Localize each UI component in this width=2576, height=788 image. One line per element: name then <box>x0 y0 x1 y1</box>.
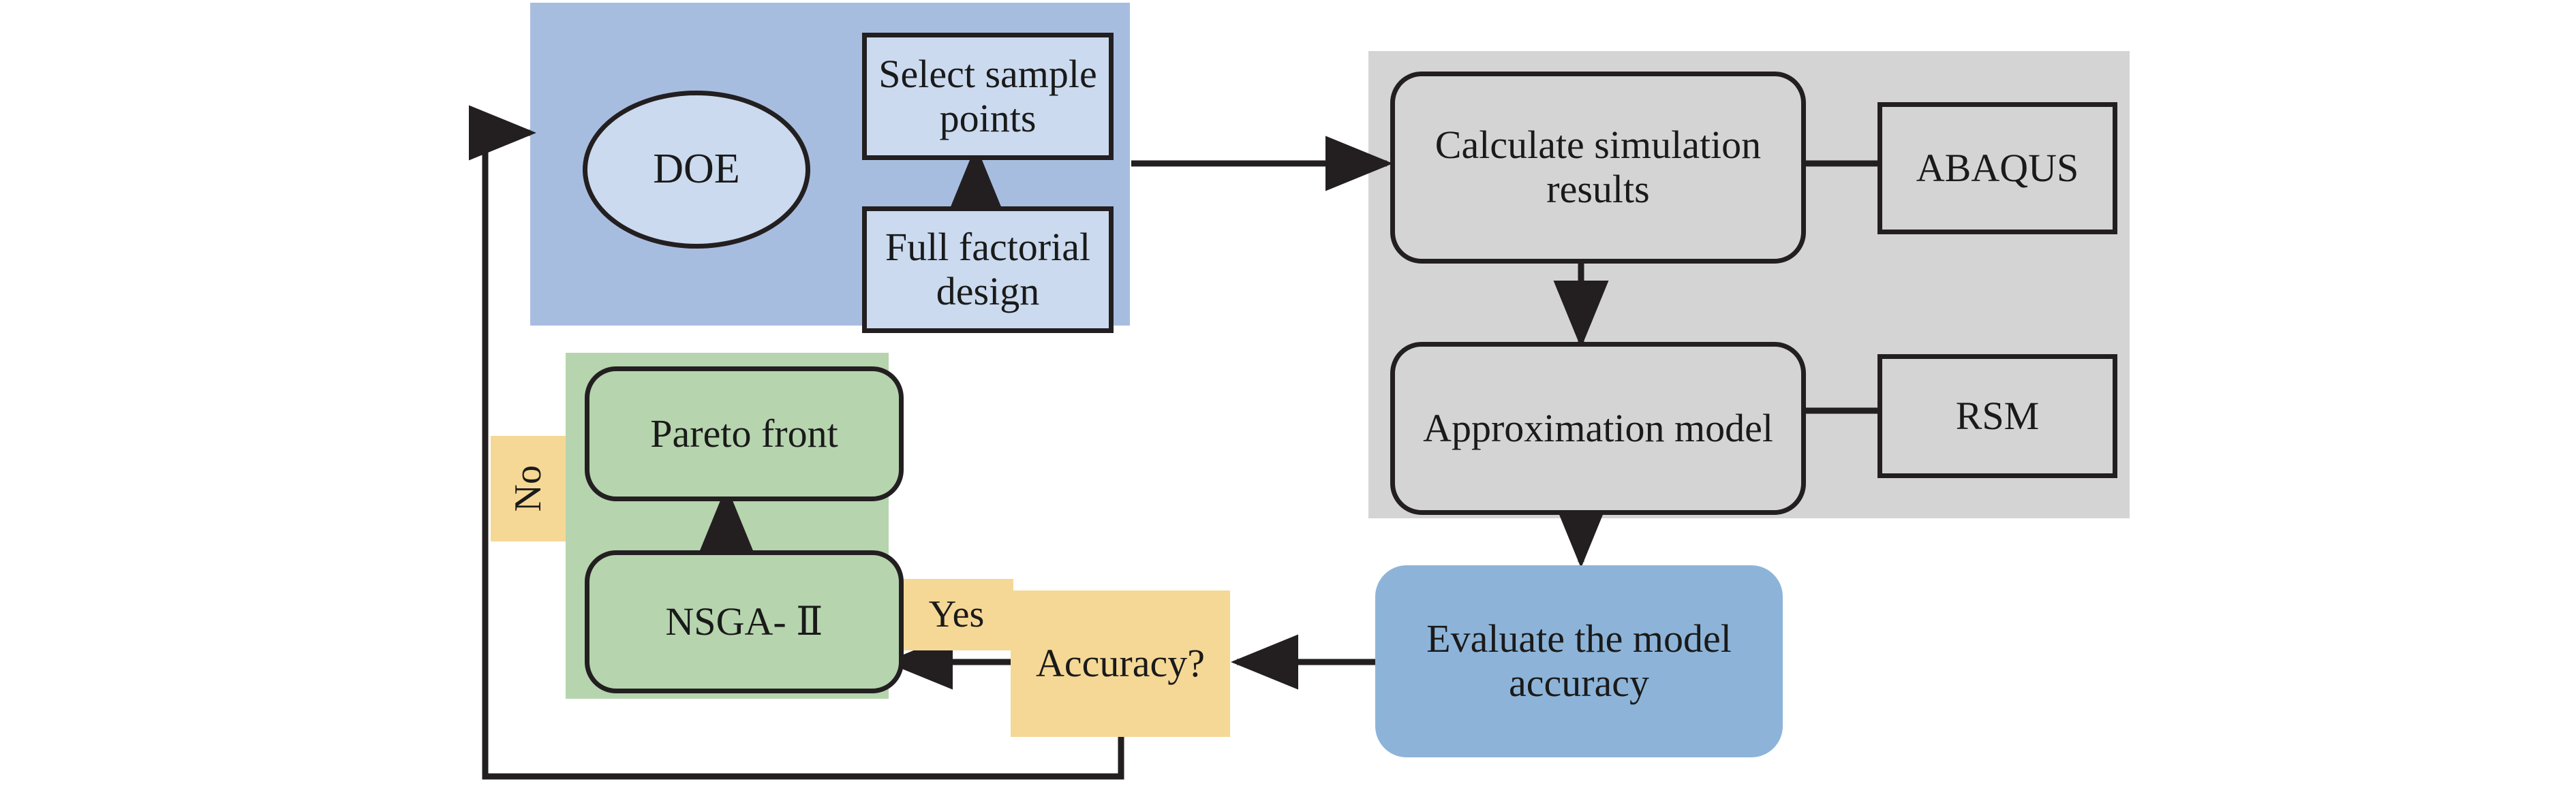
edge-label-no: No <box>491 436 566 541</box>
node-evaluate-model-accuracy[interactable]: Evaluate the model accuracy <box>1375 565 1783 757</box>
node-doe-label: DOE <box>653 146 740 193</box>
node-abaqus[interactable]: ABAQUS <box>1877 102 2117 234</box>
node-accuracy-decision[interactable]: Accuracy? <box>1011 590 1230 737</box>
node-approximation-model-label: Approximation model <box>1423 405 1773 450</box>
node-doe[interactable]: DOE <box>583 91 810 249</box>
node-approximation-model[interactable]: Approximation model <box>1390 342 1806 515</box>
node-select-sample-points-label: Select sample points <box>878 51 1097 140</box>
node-calculate-simulation-results-label: Calculate simulation results <box>1435 123 1762 211</box>
node-nsga-ii-label: NSGA- Ⅱ <box>665 599 823 644</box>
edge-label-yes-text: Yes <box>928 593 985 636</box>
node-full-factorial-design[interactable]: Full factorial design <box>862 206 1114 333</box>
node-abaqus-label: ABAQUS <box>1916 145 2079 190</box>
node-pareto-front[interactable]: Pareto front <box>585 366 904 501</box>
node-accuracy-decision-label: Accuracy? <box>1036 641 1205 686</box>
node-full-factorial-design-label: Full factorial design <box>885 225 1091 313</box>
edge-label-no-text: No <box>506 465 549 512</box>
node-nsga-ii[interactable]: NSGA- Ⅱ <box>585 550 904 693</box>
edge-label-yes: Yes <box>900 579 1013 650</box>
node-pareto-front-label: Pareto front <box>650 411 838 456</box>
node-select-sample-points[interactable]: Select sample points <box>862 33 1114 160</box>
node-evaluate-model-accuracy-label: Evaluate the model accuracy <box>1426 616 1732 705</box>
node-rsm[interactable]: RSM <box>1877 354 2117 478</box>
node-calculate-simulation-results[interactable]: Calculate simulation results <box>1390 72 1806 264</box>
node-rsm-label: RSM <box>1955 393 2040 438</box>
